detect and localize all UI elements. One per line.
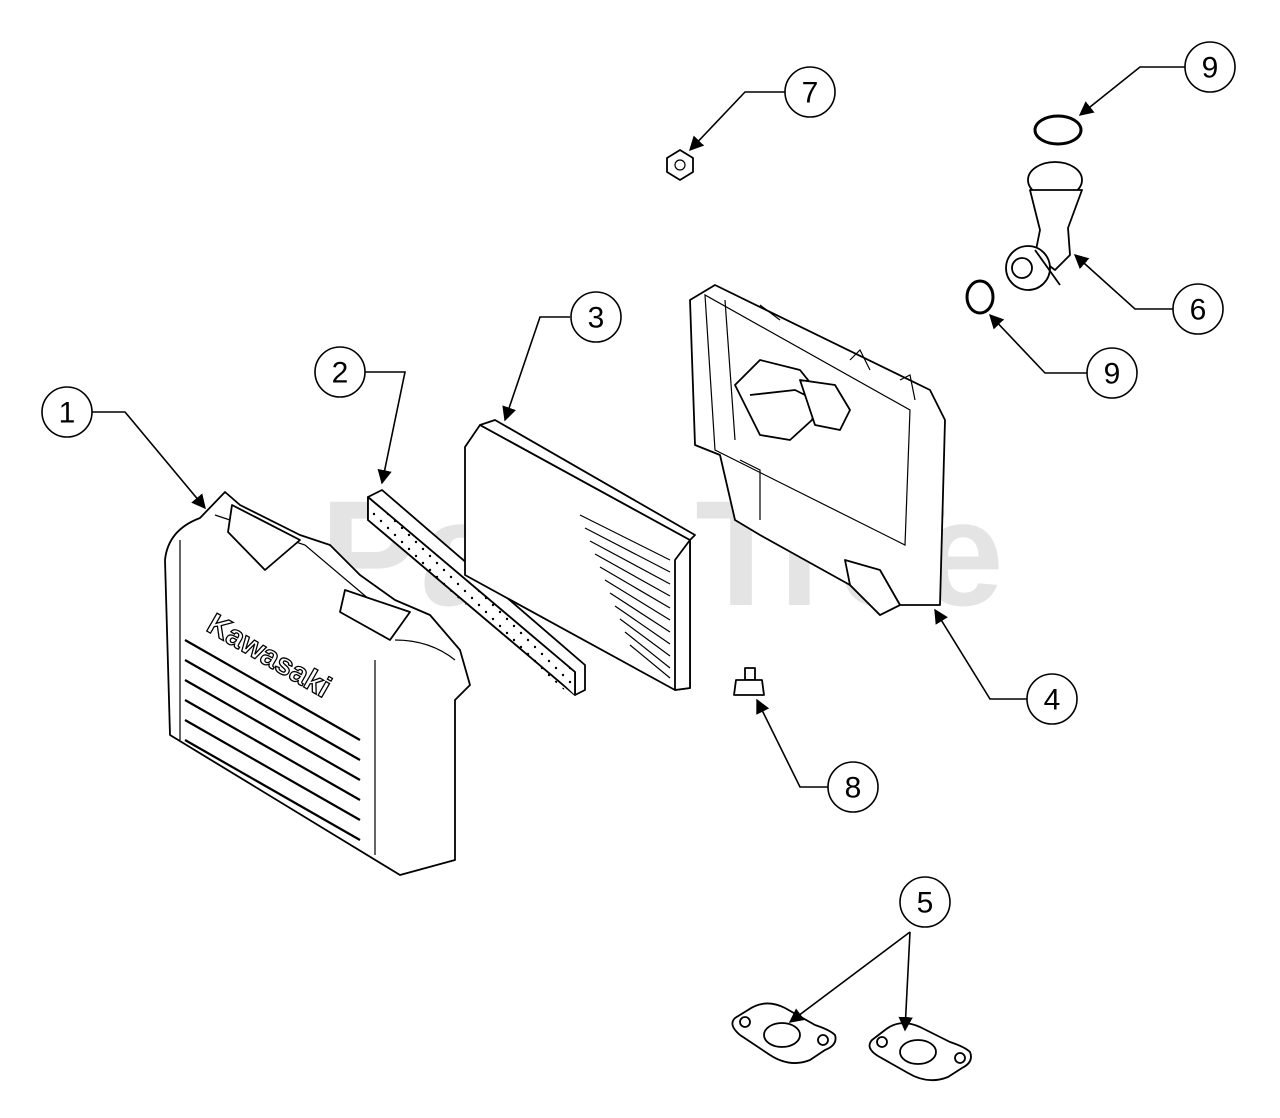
svg-text:6: 6 bbox=[1190, 294, 1207, 327]
callout-3: 3 bbox=[570, 291, 622, 343]
breather-tube-elbow bbox=[1005, 161, 1083, 291]
svg-text:9: 9 bbox=[1202, 52, 1219, 85]
filter-pleats bbox=[579, 514, 671, 679]
leader-lines bbox=[92, 66, 1185, 1032]
svg-text:5: 5 bbox=[917, 887, 934, 920]
air-cleaner-base bbox=[689, 284, 946, 616]
cover-ribs bbox=[184, 639, 361, 841]
callout-9b: 9 bbox=[1086, 347, 1138, 399]
callout-4: 4 bbox=[1026, 673, 1078, 725]
nut bbox=[666, 149, 694, 181]
callout-2: 2 bbox=[314, 346, 366, 398]
paper-filter bbox=[464, 419, 696, 691]
svg-text:3: 3 bbox=[588, 302, 605, 335]
svg-text:8: 8 bbox=[845, 772, 862, 805]
callout-6: 6 bbox=[1172, 283, 1224, 335]
bolt bbox=[733, 667, 765, 696]
svg-text:7: 7 bbox=[802, 77, 819, 110]
callout-8: 8 bbox=[827, 761, 879, 813]
callout-7: 7 bbox=[784, 66, 836, 118]
svg-text:4: 4 bbox=[1044, 684, 1061, 717]
callout-9a: 9 bbox=[1184, 41, 1236, 93]
callout-5: 5 bbox=[899, 876, 951, 928]
air-cleaner-cover: Kawasaki bbox=[164, 491, 471, 876]
svg-text:9: 9 bbox=[1104, 358, 1121, 391]
svg-text:2: 2 bbox=[332, 357, 349, 390]
gaskets bbox=[731, 1002, 972, 1082]
foam-prefilter bbox=[367, 489, 586, 696]
svg-text:1: 1 bbox=[59, 397, 76, 430]
o-rings bbox=[965, 114, 1083, 315]
callout-1: 1 bbox=[41, 386, 93, 438]
callouts: 1 2 3 4 5 6 7 8 bbox=[41, 41, 1236, 928]
